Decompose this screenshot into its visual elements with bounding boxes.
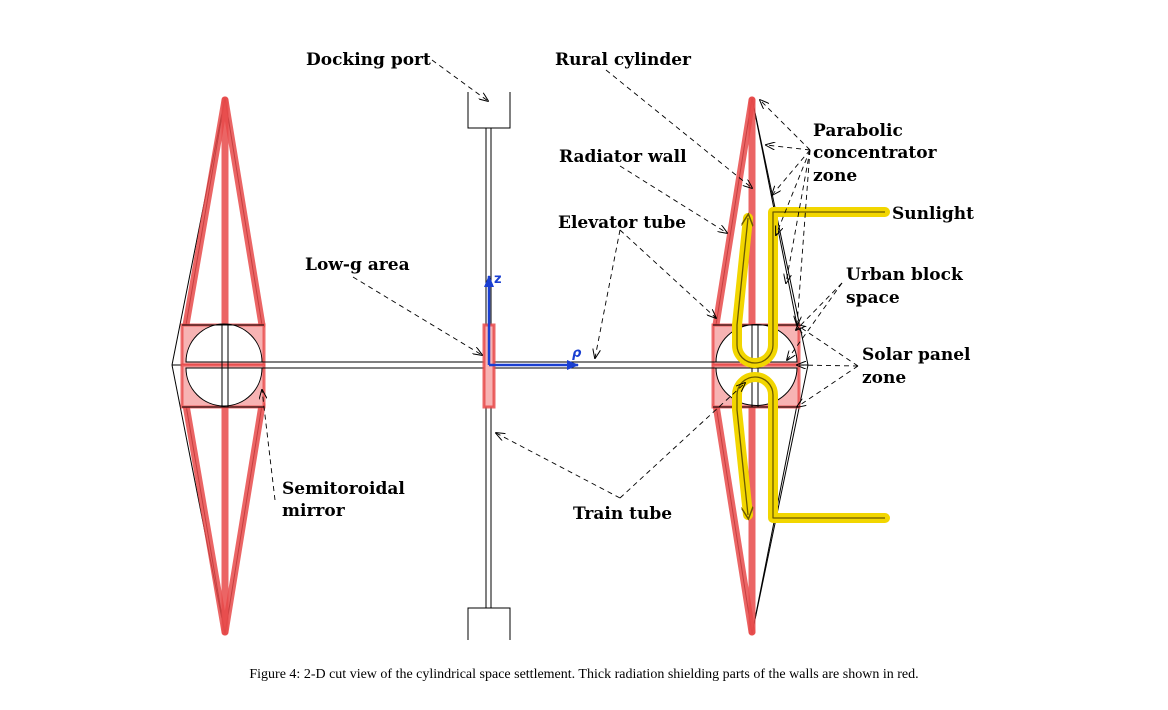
docking-port-top — [467, 92, 511, 129]
label-solar-zone: zone — [862, 368, 906, 388]
z-axis-label: z — [494, 272, 502, 287]
sunlight-paths — [732, 207, 890, 523]
label-radiator-wall: Radiator wall — [559, 147, 687, 167]
label-urban-block: Urban block — [846, 265, 964, 285]
label-concentrator: concentrator — [813, 143, 938, 163]
leader-arrows — [262, 59, 859, 501]
label-docking-port: Docking port — [306, 50, 431, 70]
label-train-tube: Train tube — [573, 504, 672, 524]
coordinate-axes: z ρ — [484, 272, 582, 370]
label-concentrator-zone: zone — [813, 166, 857, 186]
label-semitoroidal: Semitoroidal — [282, 479, 405, 499]
label-low-g-area: Low-g area — [305, 255, 410, 275]
label-parabolic: Parabolic — [813, 121, 903, 141]
figure-caption: Figure 4: 2-D cut view of the cylindrica… — [249, 667, 919, 682]
rho-axis-label: ρ — [572, 346, 582, 361]
labels: Docking port Rural cylinder Parabolic co… — [282, 50, 974, 524]
label-rural-cylinder: Rural cylinder — [555, 50, 692, 70]
label-urban-space: space — [846, 288, 900, 308]
docking-port-bottom — [467, 607, 511, 640]
right-shield-wall — [712, 96, 756, 329]
label-elevator-tube: Elevator tube — [558, 213, 686, 233]
label-mirror: mirror — [282, 501, 346, 521]
label-sunlight: Sunlight — [892, 204, 974, 224]
label-solar-panel: Solar panel — [862, 345, 971, 365]
left-cylinder — [171, 96, 266, 636]
